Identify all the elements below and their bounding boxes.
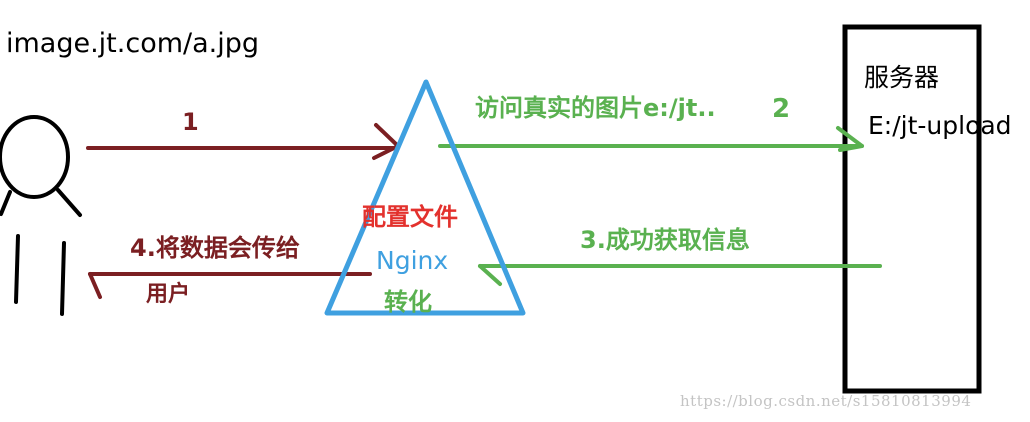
nginx-transform-label: 转化 (384, 288, 432, 316)
watermark: https://blog.csdn.net/s15810813994 (680, 392, 972, 410)
nginx-label: Nginx (376, 246, 449, 275)
step-4-continuation: 用户 (146, 282, 191, 307)
stick-figure-icon (0, 115, 82, 316)
step-2-label: 访问真实的图片e:/jt.. (475, 94, 716, 122)
arrow-server-to-nginx (478, 264, 882, 286)
nginx-config-label: 配置文件 (362, 203, 458, 231)
step-4-label: 4.将数据会传给 (130, 234, 300, 262)
step-3-label: 3.成功获取信息 (580, 226, 750, 254)
user-head (0, 115, 70, 199)
step-2-number: 2 (772, 94, 791, 124)
server-title: 服务器 (864, 63, 940, 92)
server-path: E:/jt-upload (868, 111, 1012, 140)
step-1-label: 1 (182, 108, 199, 136)
user-right-leg (60, 241, 66, 316)
server-box (842, 24, 982, 394)
arrow-user-to-nginx (86, 123, 400, 160)
user-left-leg (14, 234, 20, 304)
arrow-nginx-to-user (88, 272, 372, 299)
request-url-label: image.jt.com/a.jpg (6, 28, 260, 59)
user-right-arm (56, 188, 82, 217)
user-left-arm (0, 190, 12, 216)
nginx-triangle (324, 79, 526, 316)
arrow-nginx-to-server (438, 126, 864, 152)
